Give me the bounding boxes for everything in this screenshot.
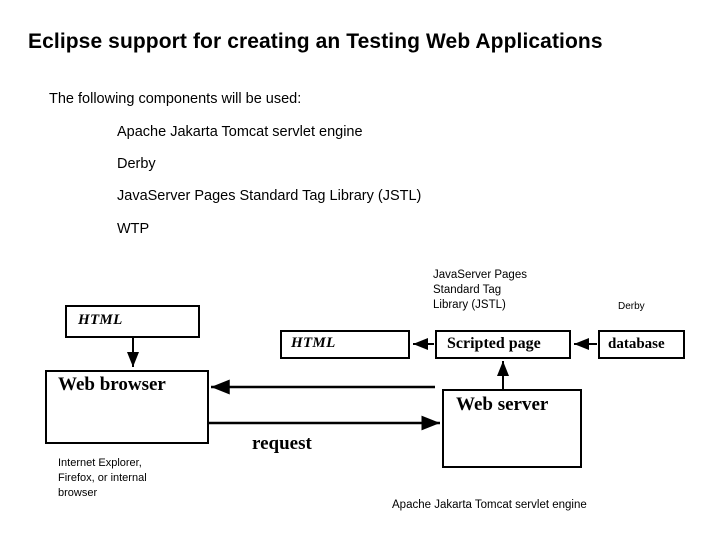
box-html-output: HTML — [65, 305, 200, 338]
box-label: Scripted page — [447, 335, 541, 352]
box-html-generated: HTML — [280, 330, 410, 359]
box-label: Web browser — [58, 374, 166, 395]
list-item: WTP — [117, 221, 150, 237]
box-scripted-page: Scripted page — [435, 330, 571, 359]
box-database: database — [598, 330, 685, 359]
box-web-server: Web server — [442, 389, 582, 468]
annotation-tomcat: Apache Jakarta Tomcat servlet engine — [392, 499, 587, 511]
box-web-browser: Web browser — [45, 370, 209, 444]
list-item: Apache Jakarta Tomcat servlet engine — [117, 124, 363, 140]
annotation-browser-examples: Internet Explorer, Firefox, or internal … — [58, 457, 147, 499]
intro-text: The following components will be used: — [49, 91, 302, 107]
box-label: Web server — [456, 394, 549, 415]
page-title: Eclipse support for creating an Testing … — [28, 30, 603, 53]
annotation-jstl: JavaServer Pages Standard Tag Library (J… — [433, 269, 527, 311]
list-item: Derby — [117, 156, 156, 172]
box-label: database — [608, 336, 665, 352]
label-request: request — [252, 433, 312, 454]
annotation-derby: Derby — [618, 301, 645, 312]
box-label: HTML — [291, 335, 336, 351]
box-label: HTML — [78, 312, 123, 328]
list-item: JavaServer Pages Standard Tag Library (J… — [117, 188, 422, 204]
